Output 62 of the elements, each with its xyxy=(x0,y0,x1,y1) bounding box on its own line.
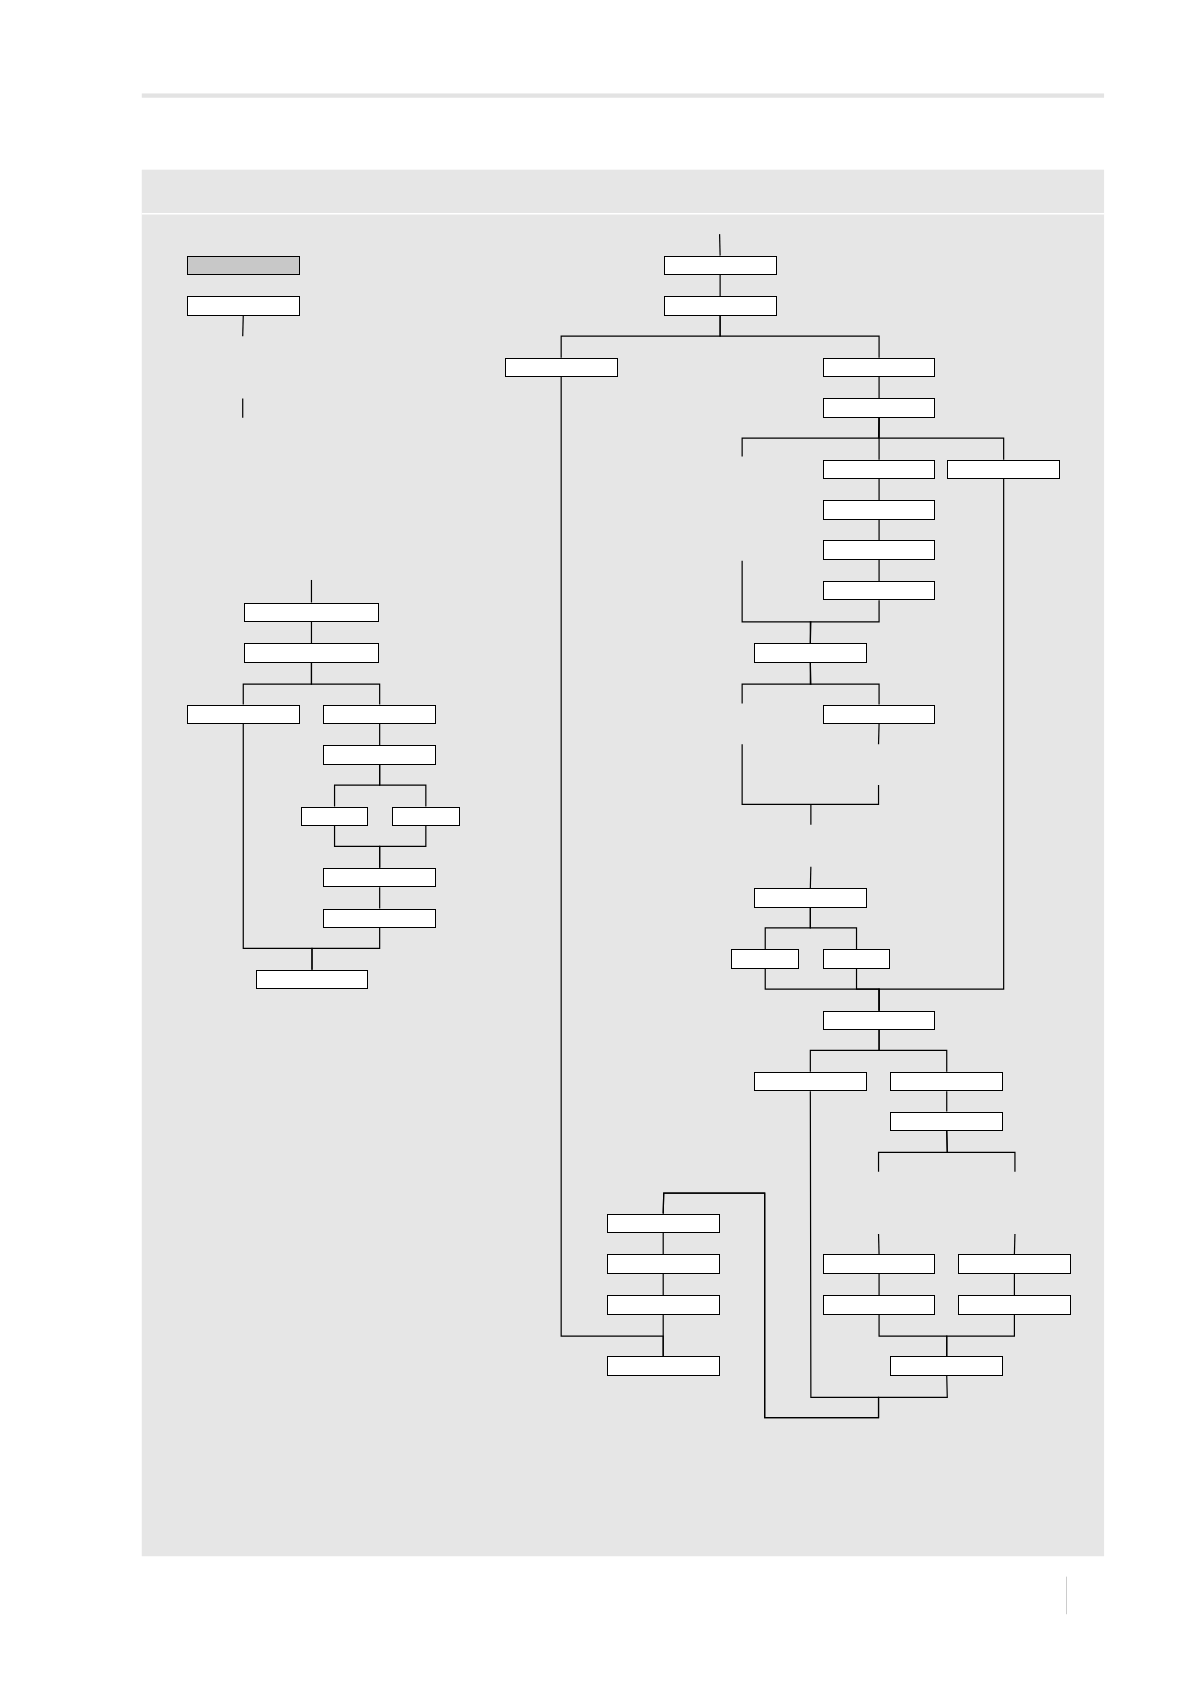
connector-line xyxy=(946,1130,1016,1173)
process-box xyxy=(822,949,891,969)
process-box xyxy=(822,1295,936,1315)
process-box xyxy=(323,908,437,928)
connector-line xyxy=(809,599,880,644)
connector-line xyxy=(878,478,880,502)
connector-line xyxy=(719,233,721,257)
process-box xyxy=(392,806,460,826)
connector-line xyxy=(878,478,1005,1012)
connector-line xyxy=(946,1090,948,1113)
connector-line xyxy=(719,315,880,359)
connector-line xyxy=(877,723,880,745)
connector-line xyxy=(310,621,313,644)
process-box xyxy=(958,1295,1071,1315)
process-box xyxy=(890,1071,1004,1092)
connector-line xyxy=(809,866,812,889)
process-box xyxy=(323,745,437,765)
process-box xyxy=(753,888,867,908)
connector-line xyxy=(946,1314,1015,1358)
connector-line xyxy=(242,315,244,337)
connector-line xyxy=(1013,1233,1016,1256)
process-box xyxy=(958,1254,1071,1274)
process-box xyxy=(186,296,300,316)
connector-line xyxy=(719,274,721,298)
connector-line xyxy=(878,376,880,400)
process-box xyxy=(606,1254,720,1274)
process-box xyxy=(947,459,1061,479)
process-box xyxy=(822,581,936,601)
connector-line xyxy=(310,579,313,604)
connector-line xyxy=(662,1273,664,1296)
connector-line xyxy=(379,723,381,746)
connector-line xyxy=(310,662,381,706)
connector-line xyxy=(560,376,664,1358)
connector-line xyxy=(311,927,381,971)
process-box xyxy=(323,867,437,888)
connector-line xyxy=(878,1273,880,1296)
connector-line xyxy=(809,906,858,950)
process-box xyxy=(606,1356,720,1376)
connector-line xyxy=(878,558,880,582)
process-box xyxy=(663,296,777,316)
connector-line xyxy=(877,1233,880,1256)
connector-line xyxy=(809,662,880,706)
process-box xyxy=(890,1111,1004,1131)
process-box xyxy=(243,643,380,663)
connector-line xyxy=(662,1090,880,1419)
process-box xyxy=(822,500,936,520)
process-box xyxy=(822,398,936,418)
connector-line xyxy=(1013,1273,1015,1296)
process-box xyxy=(822,540,936,560)
process-box xyxy=(606,1295,720,1315)
connector-line xyxy=(878,1029,948,1073)
process-box xyxy=(822,1254,936,1274)
connector-line xyxy=(878,417,1005,461)
process-box xyxy=(323,704,437,724)
connector-line xyxy=(878,519,880,541)
connector-line xyxy=(379,886,381,910)
process-box xyxy=(731,949,800,969)
connector-line xyxy=(379,764,427,808)
connector-line xyxy=(662,1232,664,1256)
process-box xyxy=(890,1356,1004,1376)
process-box xyxy=(753,643,867,663)
connector-line xyxy=(379,825,427,869)
